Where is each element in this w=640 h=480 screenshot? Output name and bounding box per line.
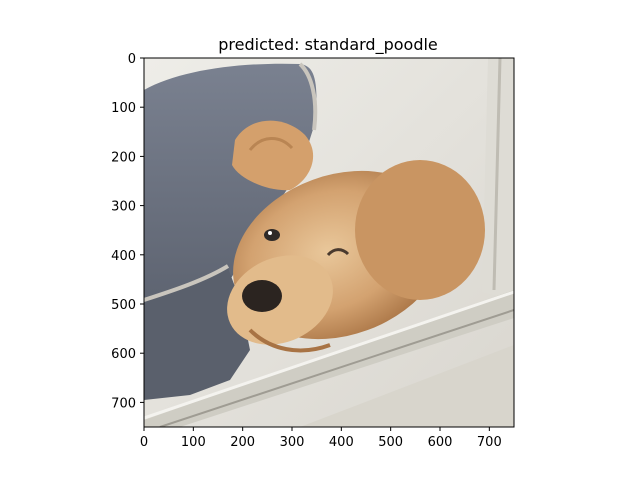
x-tick-label: 600: [428, 435, 453, 450]
chart-title: predicted: standard_poodle: [218, 35, 438, 55]
y-tick-label: 600: [111, 347, 136, 362]
x-axis: 0 100 200 300 400 500 600 700: [140, 427, 502, 450]
dog-bed-cushion: [144, 268, 250, 400]
dog-bed-piping-top: [298, 62, 318, 131]
y-tick-label: 200: [111, 150, 136, 165]
puppy-ear-fur: [248, 137, 294, 151]
x-tick-label: 100: [181, 435, 206, 450]
puppy-eye-right: [326, 248, 350, 257]
floor-corner: [300, 345, 514, 427]
puppy-nose: [242, 280, 282, 312]
window-frame-edge: [492, 58, 502, 291]
puppy-eye-left: [264, 229, 280, 241]
y-tick-label: 700: [111, 396, 136, 411]
x-tick-label: 200: [230, 435, 255, 450]
puppy-mouth: [248, 328, 331, 353]
axes-frame: [143, 57, 515, 428]
dog-bed-piping: [144, 264, 230, 302]
y-tick-label: 0: [128, 52, 136, 67]
window-sill-highlight: [144, 290, 514, 420]
x-tick-label: 700: [477, 435, 502, 450]
y-tick-label: 300: [111, 200, 136, 215]
window-sill-shadow: [159, 309, 514, 427]
y-tick-label: 400: [111, 249, 136, 264]
x-tick-label: 300: [280, 435, 305, 450]
y-tick-label: 500: [111, 298, 136, 313]
puppy-back: [355, 160, 485, 300]
x-tick-label: 0: [140, 435, 148, 450]
y-axis: 0 100 200 300 400 500 600 700: [111, 52, 144, 411]
x-tick-label: 500: [378, 435, 403, 450]
photo: [144, 58, 514, 427]
puppy-eye-glint: [268, 231, 272, 235]
puppy-ear: [232, 120, 314, 191]
x-tick-label: 400: [329, 435, 354, 450]
y-tick-label: 100: [111, 101, 136, 116]
